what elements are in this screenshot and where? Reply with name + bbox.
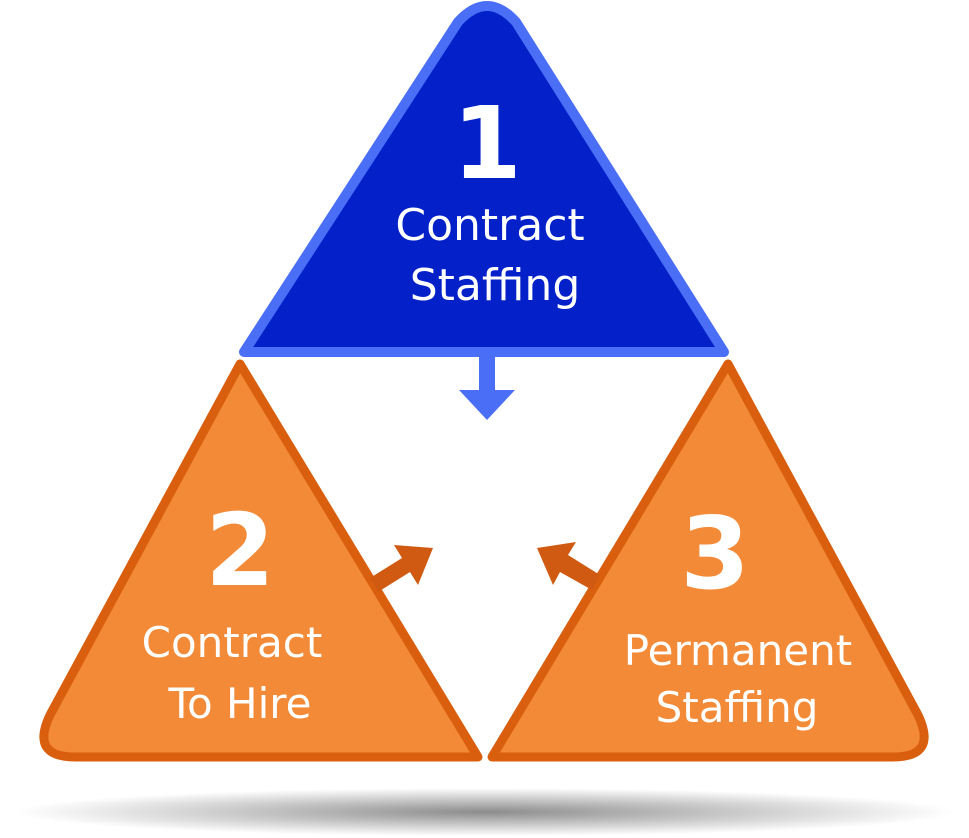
step-1-number: 1	[452, 85, 522, 202]
ground-shadow	[15, 788, 955, 836]
arrow-down-icon	[459, 355, 515, 420]
triangle-permanent-staffing	[487, 359, 929, 762]
step-2-label-line2: To Hire	[167, 679, 311, 728]
step-3-number: 3	[680, 495, 750, 612]
arrow-up-right-icon	[370, 545, 433, 592]
step-2-number: 2	[205, 492, 275, 609]
step-1-label-line2: Staffing	[410, 260, 581, 311]
arrow-up-left-icon	[537, 542, 600, 590]
triangle-contract-staffing	[239, 1, 729, 357]
step-2-label-line1: Contract	[142, 618, 323, 667]
step-3-label-line2: Staffing	[656, 683, 819, 732]
step-3-label-line1: Permanent	[624, 626, 852, 675]
triangle-contract-to-hire	[39, 359, 483, 762]
step-1-label-line1: Contract	[395, 200, 584, 251]
